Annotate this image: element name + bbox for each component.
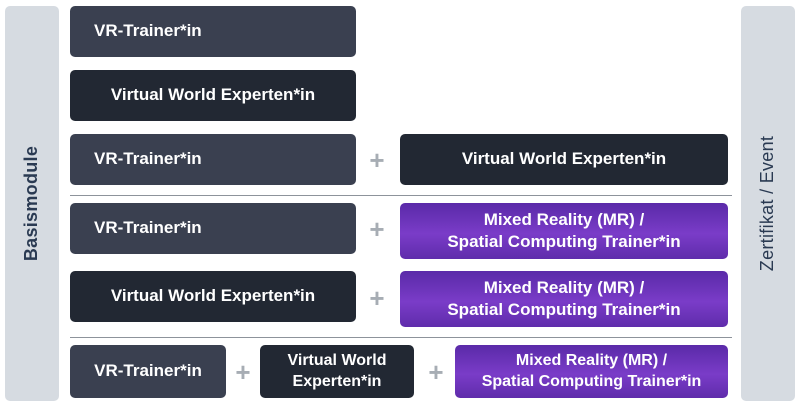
zertifikat-label: Zertifikat / Event <box>757 135 778 272</box>
zertifikat-sidebar: Zertifikat / Event <box>741 6 795 401</box>
module-box-vr-trainer: VR-Trainer*in <box>70 134 356 185</box>
plus-sign: + <box>369 213 385 244</box>
plus-sign: + <box>369 144 385 175</box>
plus-sign: + <box>235 356 251 387</box>
module-box-virtual-world: Virtual World Experten*in <box>400 134 728 185</box>
module-box-mixed-reality: Mixed Reality (MR) / Spatial Computing T… <box>400 203 728 259</box>
plus-sign: + <box>428 356 444 387</box>
basismodule-label: Basismodule <box>21 145 42 262</box>
module-box-virtual-world: Virtual World Experten*in <box>70 271 356 322</box>
module-box-virtual-world: Virtual World Experten*in <box>260 345 414 398</box>
module-box-vr-trainer: VR-Trainer*in <box>70 203 356 254</box>
divider <box>70 337 732 338</box>
divider <box>70 195 732 196</box>
module-box-vr-trainer: VR-Trainer*in <box>70 345 226 398</box>
module-box-virtual-world: Virtual World Experten*in <box>70 70 356 121</box>
basismodule-sidebar: Basismodule <box>5 6 59 401</box>
module-box-mixed-reality: Mixed Reality (MR) / Spatial Computing T… <box>400 271 728 327</box>
plus-sign: + <box>369 282 385 313</box>
module-box-mixed-reality: Mixed Reality (MR) / Spatial Computing T… <box>455 345 728 398</box>
module-box-vr-trainer: VR-Trainer*in <box>70 6 356 57</box>
